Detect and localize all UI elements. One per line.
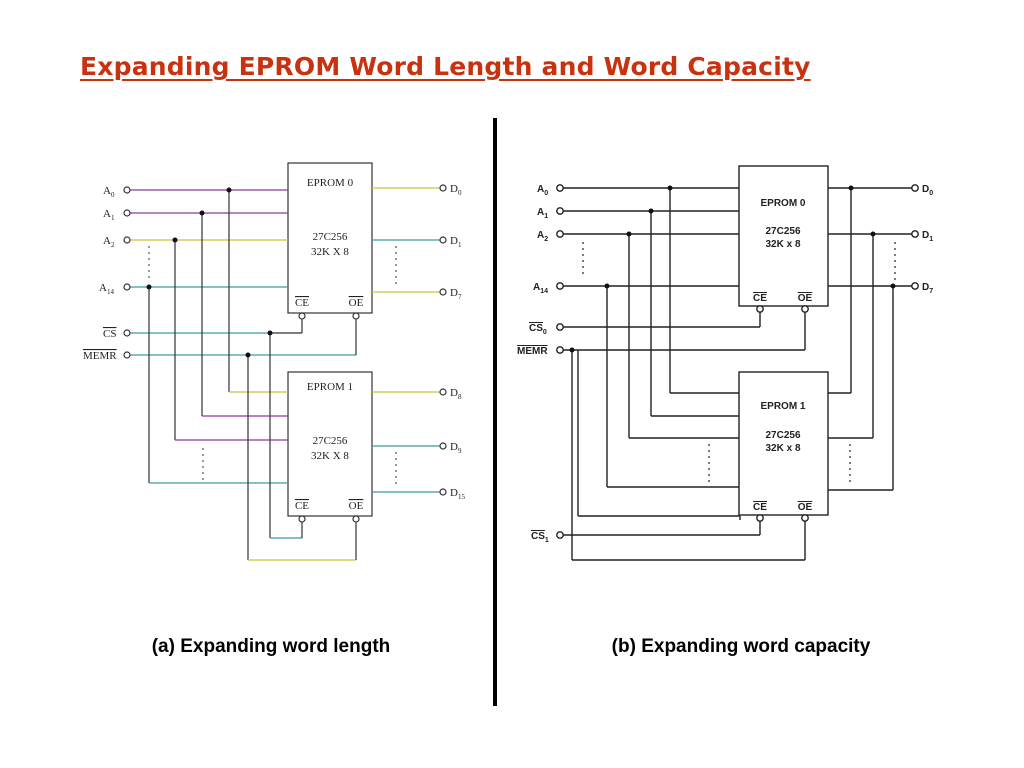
eprom1-org-a: 32K X 8 <box>311 450 349 462</box>
input-label-a1: A1 <box>103 208 115 222</box>
input-label-a14: A14 <box>99 282 114 296</box>
diagram-word-length: A0 A1 A2 A14 CS MEMR D0 D1 D7 D8 D9 D15 … <box>83 162 465 561</box>
input-label-memr-b: MEMR <box>517 346 548 357</box>
eprom0-org-a: 32K X 8 <box>311 246 349 258</box>
output-label-d7: D7 <box>450 287 462 301</box>
caption-word-length: (a) Expanding word length <box>151 636 391 657</box>
eprom1-oe-a: OE <box>349 500 364 512</box>
eprom0-chip-b <box>738 165 829 307</box>
input-label-a14-b: A14 <box>533 282 548 295</box>
output-label-d0-b: D0 <box>922 184 933 197</box>
eprom0-part-b: 27C256 <box>765 226 800 237</box>
vertical-divider <box>493 118 497 706</box>
eprom1-chip-a <box>287 371 373 517</box>
input-label-memr: MEMR <box>83 350 117 362</box>
eprom1-part-b: 27C256 <box>765 430 800 441</box>
diagram-word-capacity: A0 A1 A2 A14 CS0 MEMR CS1 D0 D1 D7 EPROM… <box>517 165 933 561</box>
eprom1-ce-a: CE <box>295 500 309 512</box>
input-label-a2: A2 <box>103 235 115 249</box>
eprom0-oe-a: OE <box>349 297 364 309</box>
input-label-a0-b: A0 <box>537 184 548 197</box>
caption-word-capacity: (b) Expanding word capacity <box>611 636 871 657</box>
input-label-a2-b: A2 <box>537 230 548 243</box>
output-label-d7-b: D7 <box>922 282 933 295</box>
eprom1-title-b: EPROM 1 <box>760 401 805 412</box>
output-label-d0: D0 <box>450 183 462 197</box>
eprom1-ce-b: CE <box>753 502 767 513</box>
eprom1-org-b: 32K x 8 <box>765 443 800 454</box>
input-label-a0: A0 <box>103 185 115 199</box>
input-label-cs0-b: CS0 <box>529 323 547 336</box>
output-label-d8: D8 <box>450 387 462 401</box>
eprom0-chip-a <box>287 162 373 314</box>
eprom1-chip-b <box>738 371 829 516</box>
output-label-d15: D15 <box>450 487 465 501</box>
eprom0-org-b: 32K x 8 <box>765 239 800 250</box>
input-label-a1-b: A1 <box>537 207 548 220</box>
eprom1-title-a: EPROM 1 <box>307 381 353 393</box>
output-label-d9: D9 <box>450 441 462 455</box>
output-label-d1: D1 <box>450 235 462 249</box>
eprom1-part-a: 27C256 <box>313 435 348 447</box>
eprom0-ce-a: CE <box>295 297 309 309</box>
input-label-cs: CS <box>103 328 116 340</box>
page-title: Expanding EPROM Word Length and Word Cap… <box>80 52 811 81</box>
input-label-cs1-b: CS1 <box>531 531 549 544</box>
eprom1-oe-b: OE <box>798 502 813 513</box>
eprom0-oe-b: OE <box>798 293 813 304</box>
eprom0-ce-b: CE <box>753 293 767 304</box>
eprom0-title-a: EPROM 0 <box>307 177 354 189</box>
eprom0-part-a: 27C256 <box>313 231 348 243</box>
eprom0-title-b: EPROM 0 <box>760 198 805 209</box>
output-label-d1-b: D1 <box>922 230 933 243</box>
